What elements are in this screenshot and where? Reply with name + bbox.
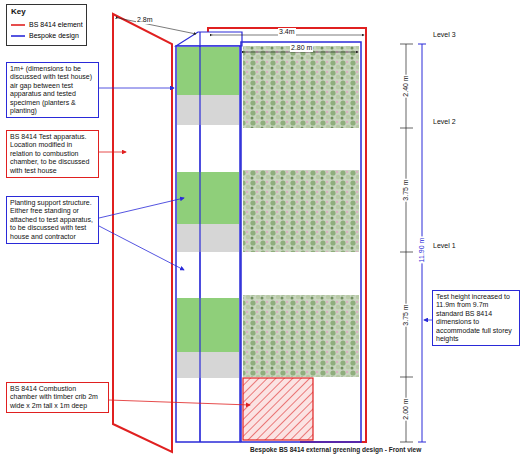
dimension-label: Level 3	[432, 31, 457, 39]
callout-text: BS 8414 Test apparatus. Location modifie…	[10, 133, 95, 175]
dimension-label: 3.75 m	[402, 178, 410, 201]
callout-box: 1m+ (dimensions to be discussed with tes…	[6, 62, 99, 118]
key-title: Key	[11, 8, 26, 16]
callout-box: Test height increased to 11.9m from 9.7m…	[432, 290, 520, 346]
legend-line	[11, 33, 25, 39]
dimension-label: 2.40 m	[402, 74, 410, 97]
legend-row: Bespoke design	[11, 32, 79, 40]
legend-text: BS 8414 element	[29, 21, 83, 28]
dimension-label: 2.8m	[136, 16, 154, 24]
dimension-label: 11.90 m	[418, 237, 426, 264]
key-box: KeyBS 8414 elementBespoke design	[6, 4, 87, 46]
dimension-label: 2.80 m	[290, 44, 313, 52]
dimension-label: 2.00 m	[402, 397, 410, 420]
dimension-label: Level 2	[432, 118, 457, 126]
callout-text: Planting support structure. Either free …	[10, 199, 95, 241]
legend-row: BS 8414 element	[11, 21, 83, 29]
legend-text: Bespoke design	[29, 32, 79, 39]
callout-text: 1m+ (dimensions to be discussed with tes…	[10, 65, 95, 115]
dimension-label: Level 1	[432, 242, 457, 250]
caption: Bespoke BS 8414 external greening design…	[250, 446, 421, 453]
dimension-label: 3.4m	[278, 28, 296, 36]
callout-box: BS 8414 Test apparatus. Location modifie…	[6, 130, 99, 178]
dimension-label: 3.75 m	[402, 303, 410, 326]
legend-line	[11, 22, 25, 28]
callout-text: Test height increased to 11.9m from 9.7m…	[436, 293, 516, 343]
callout-text: BS 8414 Combustion chamber with timber c…	[10, 385, 105, 410]
callout-box: BS 8414 Combustion chamber with timber c…	[6, 382, 109, 413]
callout-box: Planting support structure. Either free …	[6, 196, 99, 244]
